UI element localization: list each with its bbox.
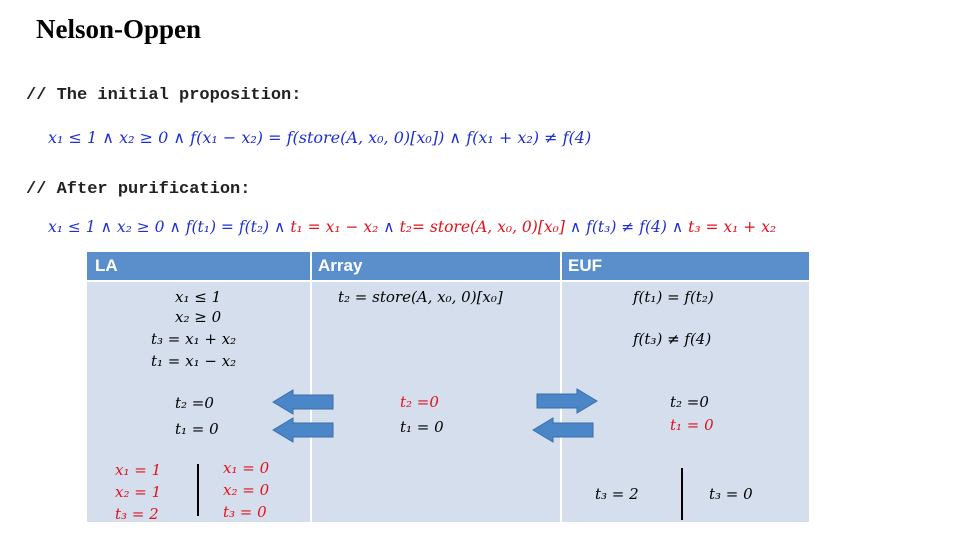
euf-model-left-value: t₃ = 2 [595,485,639,503]
purified-formula: x₁ ≤ 1 ∧ x₂ ≥ 0 ∧ f(t₁) = f(t₂) ∧ t₁ = x… [48,218,776,236]
header-array: Array [318,256,363,275]
la-model-separator [197,464,199,516]
la-constraint: t₃ = x₁ + x₂ [151,330,237,348]
euf-constraint: f(t₃) ≠ f(4) [633,330,712,348]
la-model-left-value: t₃ = 2 [115,505,159,523]
theory-table: LA Array EUF x₁ ≤ 1 x₂ ≥ 0 t₃ = x₁ + x₂ … [87,252,809,523]
la-model-left-value: x₁ = 1 [115,461,162,479]
left-arrow-icon [272,417,334,443]
purified-formula-part: t₃ = x₁ + x₂ [688,218,777,236]
left-arrow-icon [272,389,334,415]
page-title: Nelson-Oppen [36,14,202,44]
array-equality: t₁ = 0 [400,418,444,436]
array-constraint: t₂ = store(A, x₀, 0)[x₀] [338,288,503,306]
initial-proposition-formula: x₁ ≤ 1 ∧ x₂ ≥ 0 ∧ f(x₁ − x₂) = f(store(A… [48,128,592,147]
euf-model-right-value: t₃ = 0 [709,485,753,503]
left-arrow-icon [532,417,594,443]
la-model-right-value: x₁ = 0 [223,459,270,477]
array-equality: t₂ =0 [400,393,439,411]
la-equality: t₁ = 0 [175,420,219,438]
header-la: LA [95,256,118,275]
initial-proposition-comment: // The initial proposition: [26,86,302,105]
la-model-right-value: x₂ = 0 [223,481,270,499]
la-constraint: t₁ = x₁ − x₂ [151,352,237,370]
euf-model-separator [681,468,683,520]
header-euf: EUF [568,256,602,275]
purified-formula-part: ∧ [378,218,400,236]
la-equality: t₂ =0 [175,394,214,412]
right-arrow-icon [536,388,598,414]
euf-equality: t₁ = 0 [670,416,714,434]
la-constraint: x₂ ≥ 0 [175,308,222,326]
purification-comment: // After purification: [26,180,251,199]
purified-formula-part: x₁ ≤ 1 ∧ x₂ ≥ 0 ∧ f(t₁) = f(t₂) ∧ [48,218,291,236]
purified-formula-part: t₁ = x₁ − x₂ [290,218,379,236]
purified-formula-part: t₂= store(A, x₀, 0)[x₀] [399,218,565,236]
la-constraint: x₁ ≤ 1 [175,288,222,306]
euf-equality: t₂ =0 [670,393,709,411]
la-model-left-value: x₂ = 1 [115,483,162,501]
column-divider [560,252,562,522]
la-model-right-value: t₃ = 0 [223,503,267,521]
column-divider [310,252,312,522]
euf-constraint: f(t₁) = f(t₂) [633,288,714,306]
table-header: LA Array EUF [87,252,809,282]
purified-formula-part: ∧ f(t₃) ≠ f(4) ∧ [564,218,689,236]
